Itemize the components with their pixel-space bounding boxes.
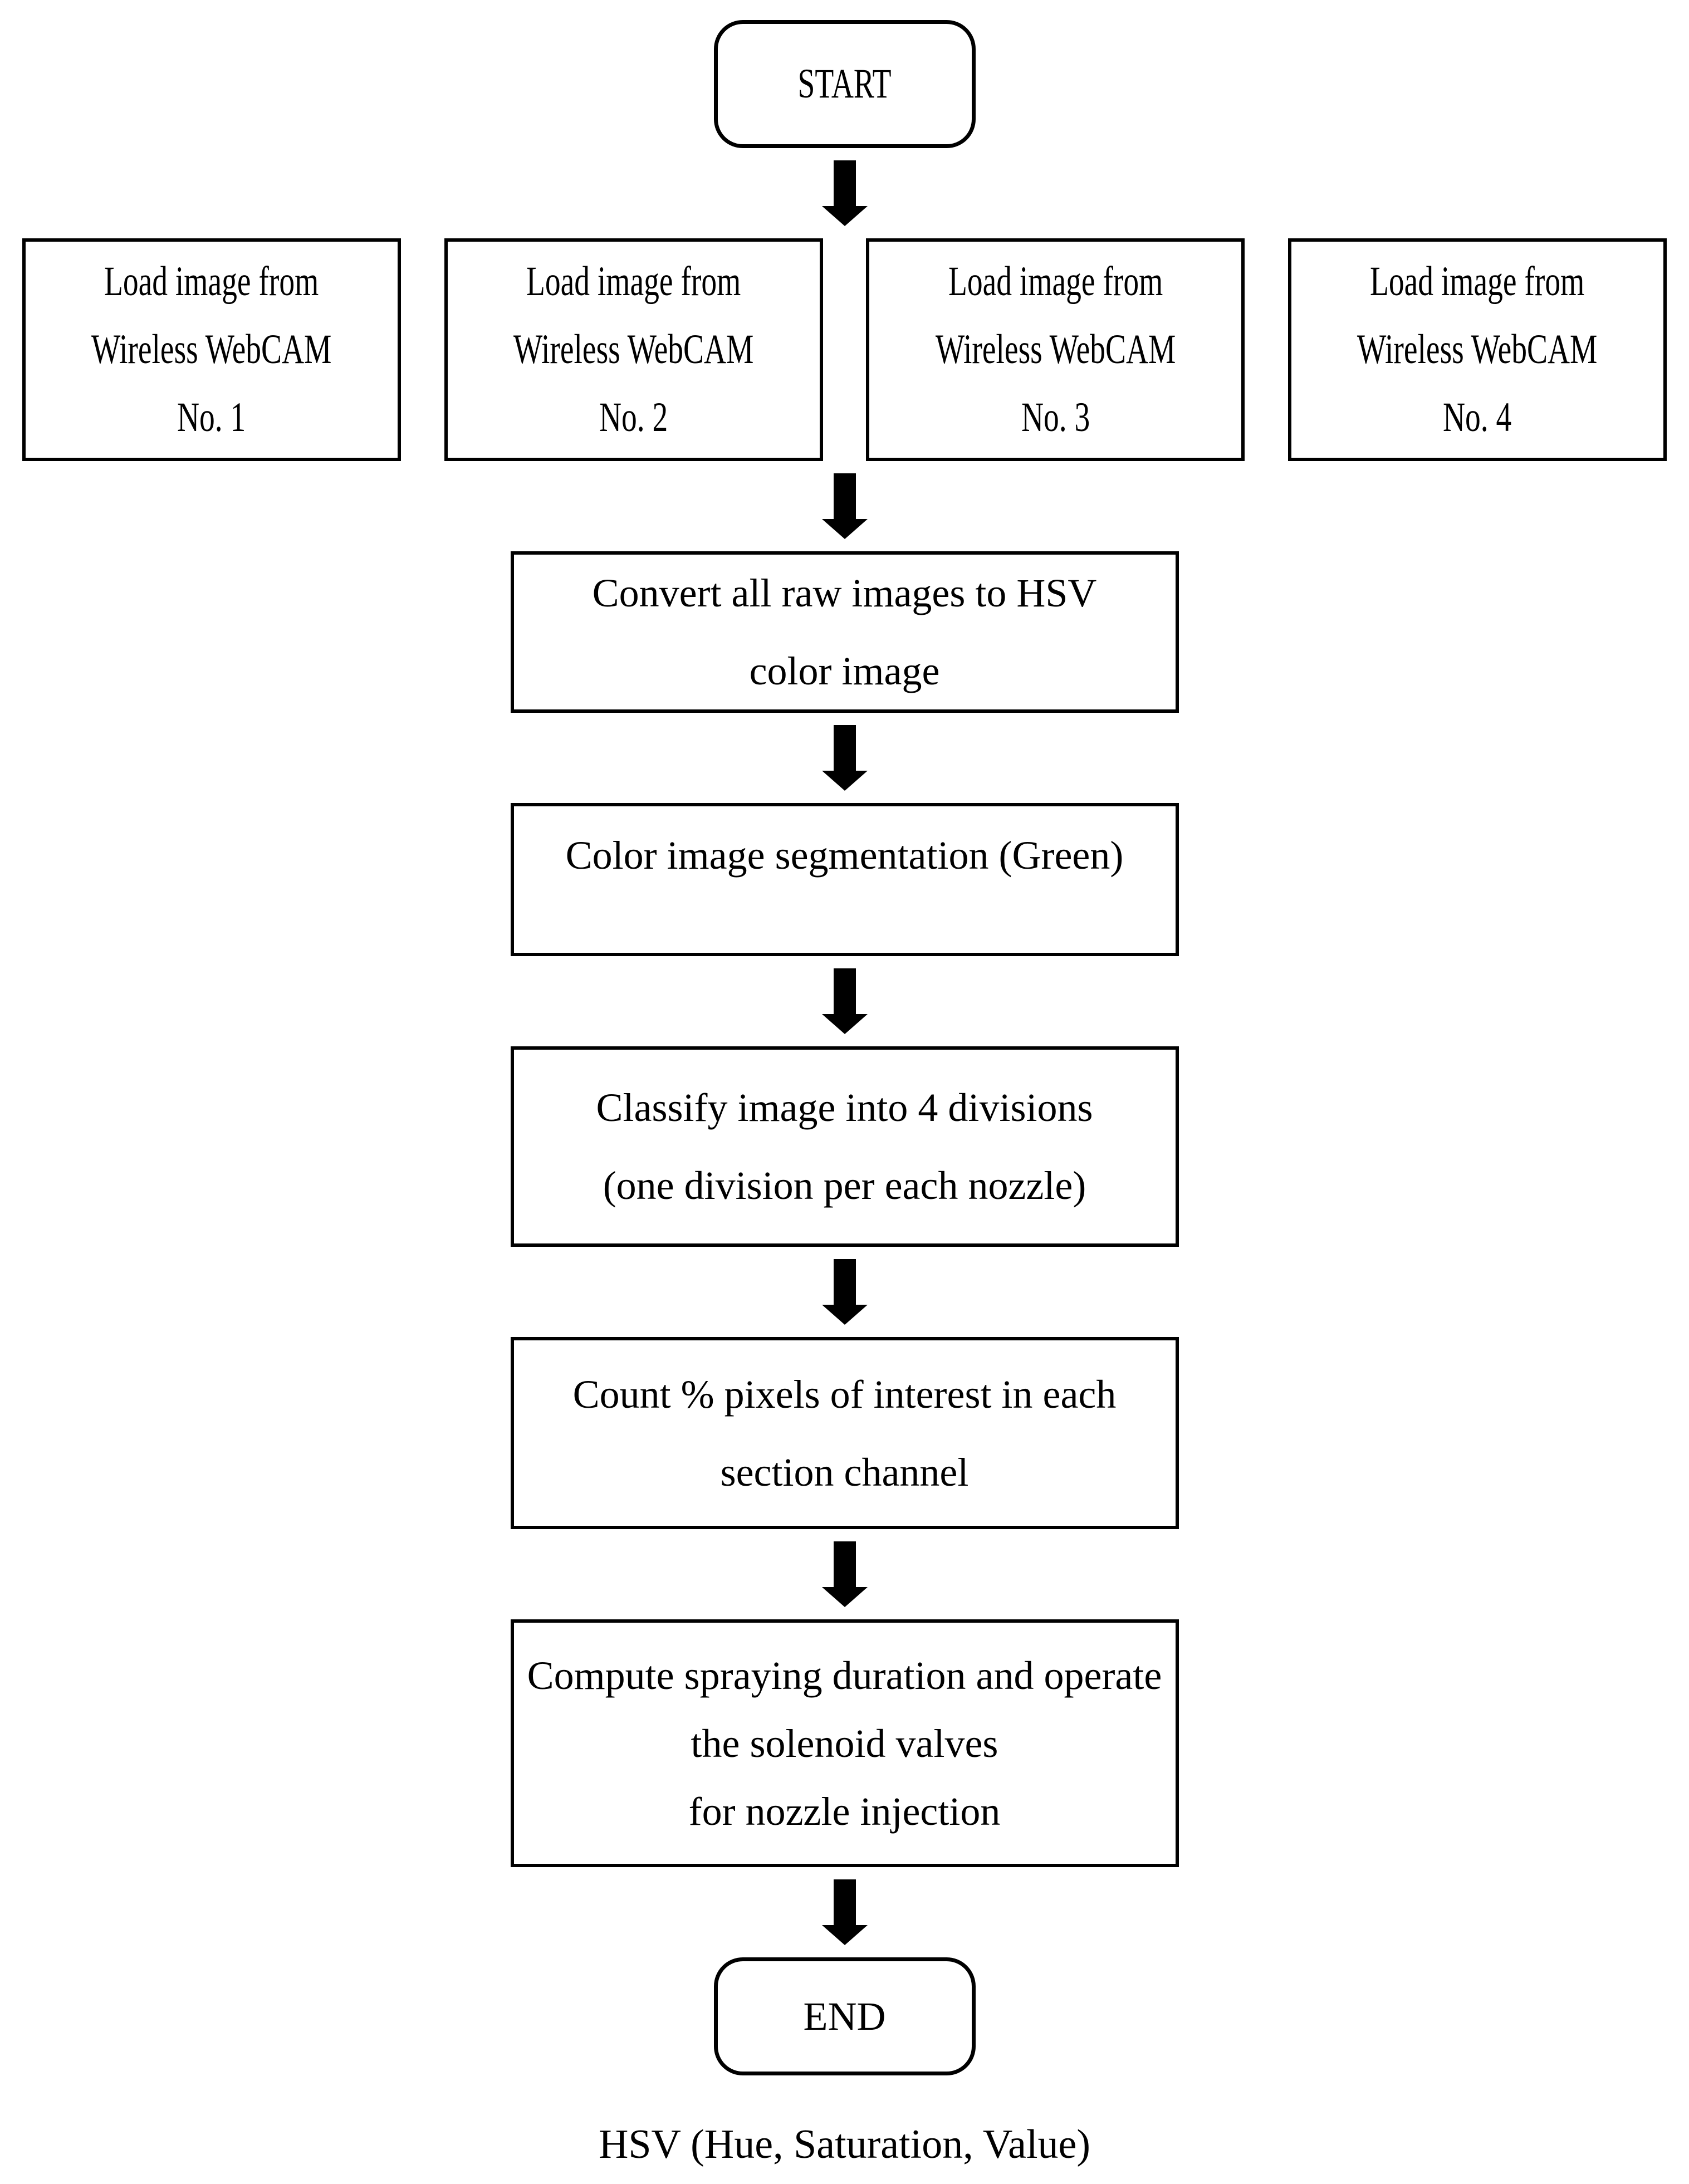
process-color-segmentation-box: Color image segmentation (Green) [510,803,1179,956]
hsv-caption: HSV (Hue, Saturation, Value) [598,2122,1091,2167]
arrow-head [821,1587,868,1607]
down-arrow-icon [821,1259,868,1325]
box-text-line: Load image from [526,258,741,305]
box-text-line: Color image segmentation (Green) [565,833,1124,878]
process-count-pixels-box: Count % pixels of interest in each secti… [510,1337,1179,1529]
arrow-shaft [833,1259,856,1305]
load-box-lines: Load image from Wireless WebCAM No. 2 [513,248,754,452]
arrow-shaft [833,725,856,771]
box-text-line: for nozzle injection [688,1789,1001,1834]
down-arrow-icon [821,473,868,539]
webcam-boxes-row: Load image from Wireless WebCAM No. 1 Lo… [0,238,1689,461]
arrow-head [821,206,868,226]
load-box-lines: Load image from Wireless WebCAM No. 1 [91,248,332,452]
arrow-shaft [833,968,856,1014]
down-arrow-icon [821,1879,868,1945]
down-arrow-icon [821,968,868,1034]
end-label: END [803,1994,886,2039]
box-text-line: the solenoid valves [691,1721,998,1766]
box-text-line: Load image from [948,258,1163,305]
down-arrow-icon [821,160,868,226]
box-text-line: No. 4 [1443,394,1512,440]
box-text-line: Count % pixels of interest in each [572,1372,1117,1417]
arrow-head [821,519,868,539]
box-text-line: Load image from [1370,258,1585,305]
load-webcam-4-box: Load image from Wireless WebCAM No. 4 [1287,238,1667,461]
down-arrow-icon [821,1541,868,1607]
process-convert-hsv-box: Convert all raw images to HSV color imag… [510,551,1179,713]
process-classify-divisions-box: Classify image into 4 divisions (one div… [510,1046,1179,1247]
box-text-line: Wireless WebCAM [91,326,332,373]
box-text-line: Classify image into 4 divisions [596,1085,1093,1130]
box-text-line: Convert all raw images to HSV [592,571,1097,615]
load-box-lines: Load image from Wireless WebCAM No. 4 [1357,248,1598,452]
load-webcam-3-box: Load image from Wireless WebCAM No. 3 [866,238,1245,461]
box-text-line: Load image from [104,258,319,305]
arrow-head [821,1925,868,1945]
arrow-shaft [833,473,856,519]
arrow-shaft [833,1879,856,1925]
process-compute-spraying-box: Compute spraying duration and operate th… [510,1619,1179,1867]
load-webcam-1-box: Load image from Wireless WebCAM No. 1 [22,238,401,461]
arrow-head [821,771,868,791]
arrow-head [821,1014,868,1034]
box-text-line: color image [749,649,940,693]
box-text-line: Compute spraying duration and operate [527,1653,1162,1698]
start-node: START [713,20,976,148]
down-arrow-icon [821,725,868,791]
box-text-line: (one division per each nozzle) [603,1163,1086,1208]
box-text-line: No. 1 [177,394,246,440]
arrow-shaft [833,160,856,206]
box-text-line: Wireless WebCAM [935,326,1176,373]
box-text-line: No. 2 [599,394,668,440]
box-text-line: Wireless WebCAM [1357,326,1598,373]
start-label: START [797,61,892,107]
arrow-shaft [833,1541,856,1587]
end-node: END [713,1957,976,2075]
load-box-lines: Load image from Wireless WebCAM No. 3 [936,248,1176,452]
box-text-line: Wireless WebCAM [513,326,754,373]
box-text-line: No. 3 [1021,394,1090,440]
arrow-head [821,1305,868,1325]
load-webcam-2-box: Load image from Wireless WebCAM No. 2 [444,238,823,461]
box-text-line: section channel [720,1450,969,1495]
